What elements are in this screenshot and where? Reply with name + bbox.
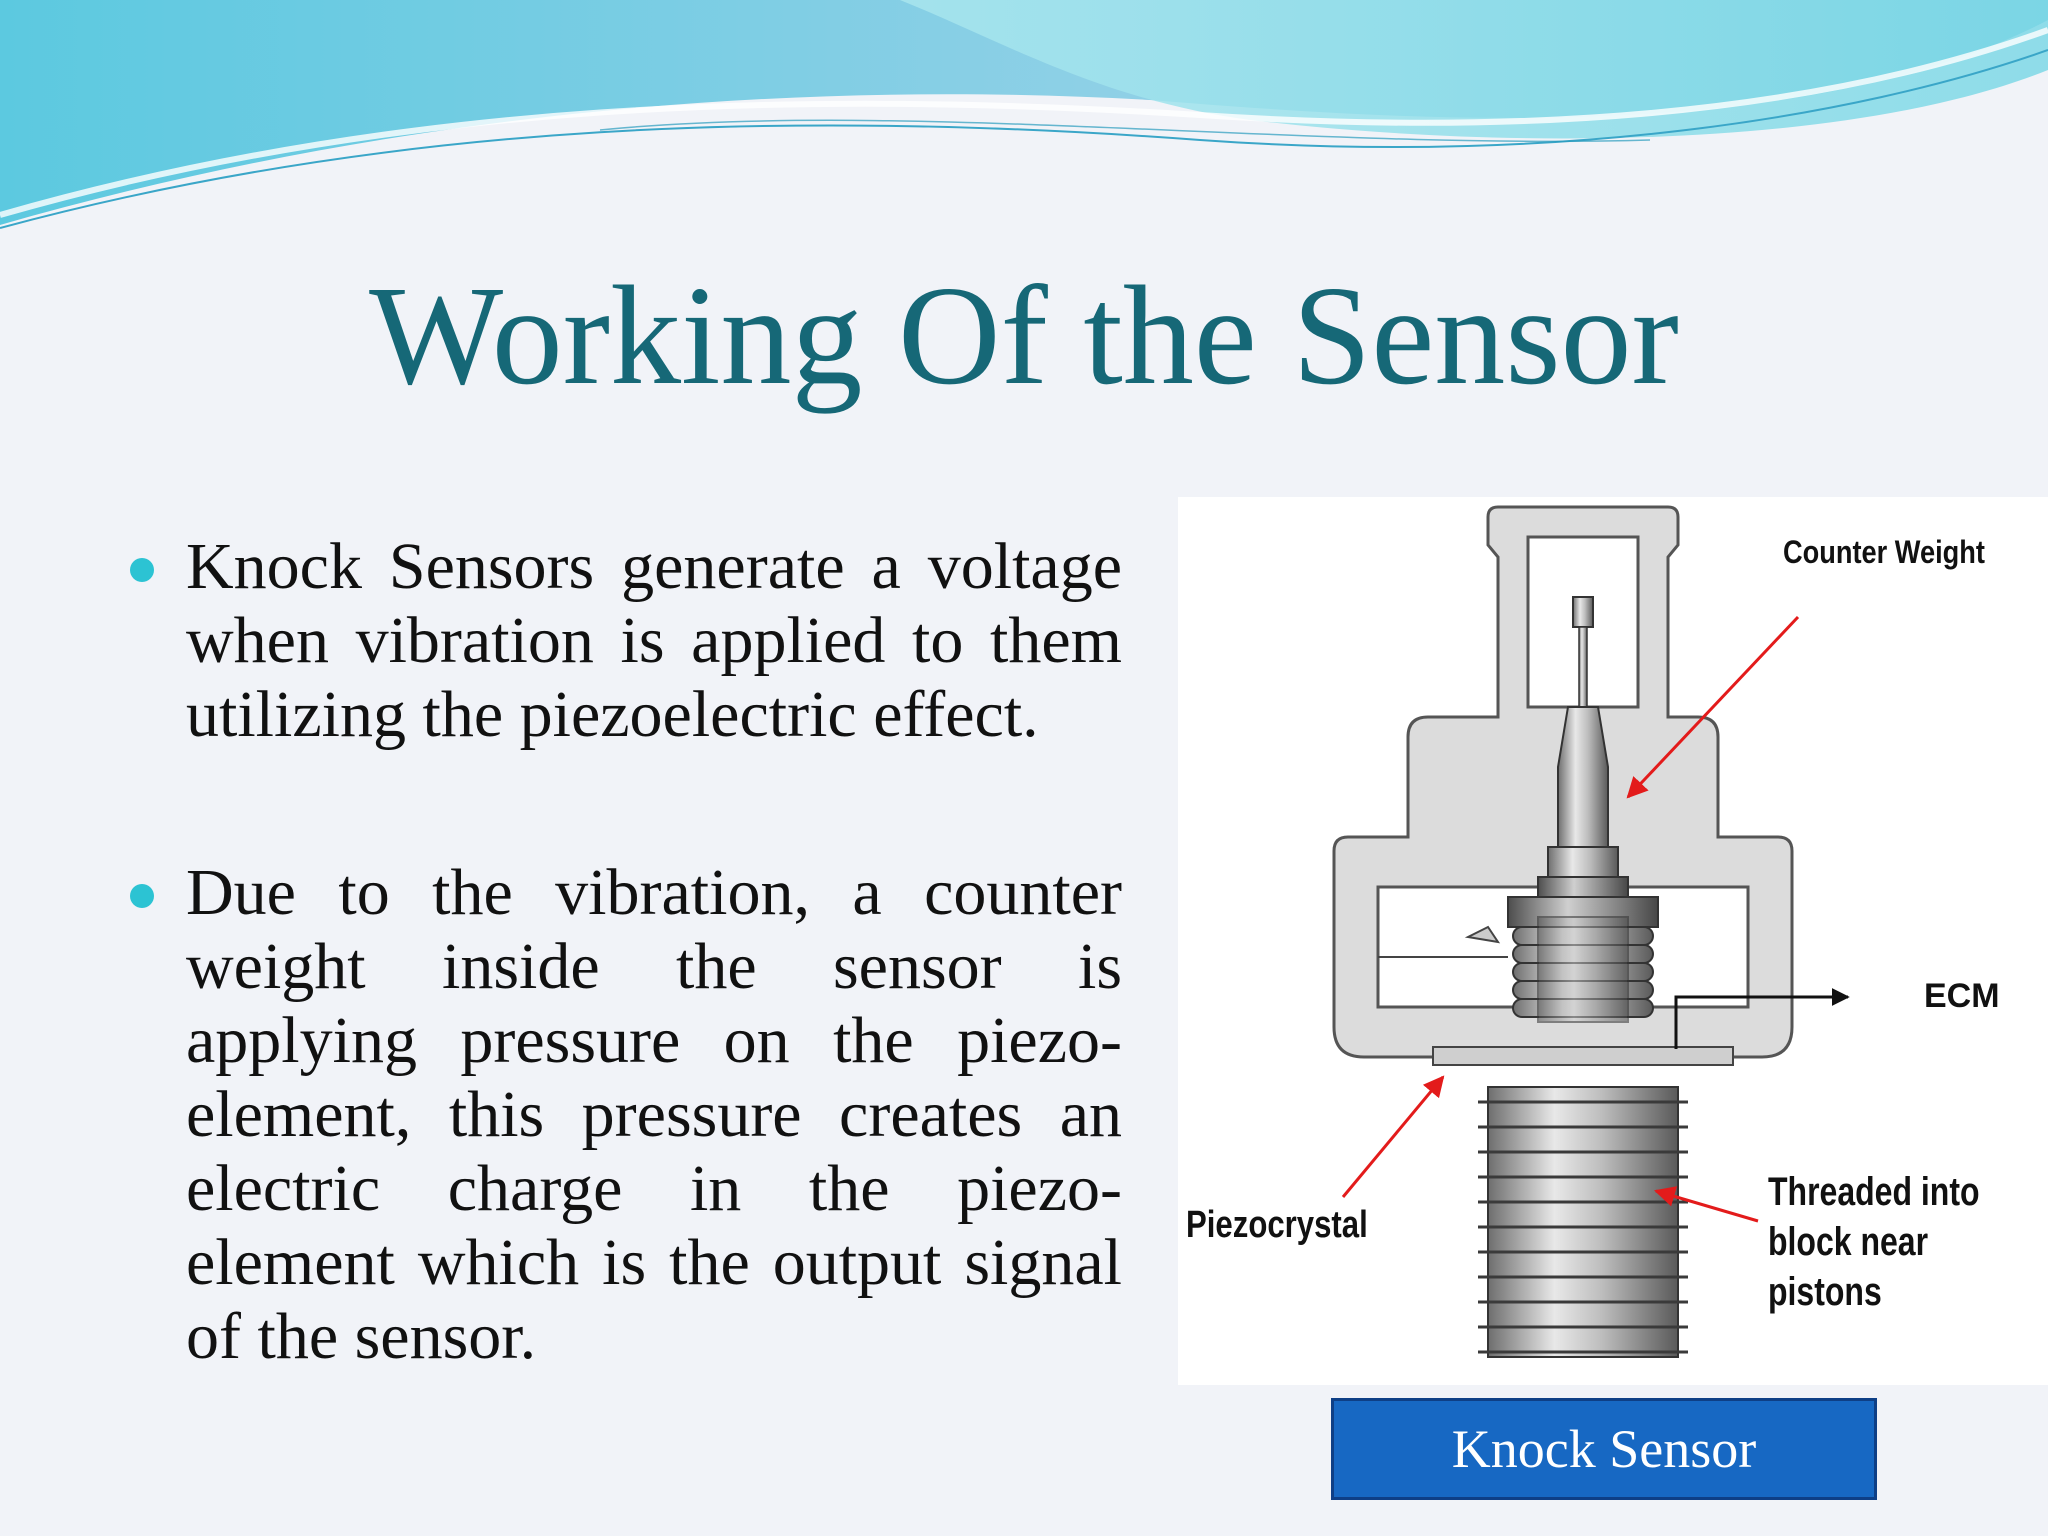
threaded-arrow (1653, 1186, 1759, 1223)
center-stem (1557, 706, 1609, 848)
piezocrystal-plate (1432, 1046, 1734, 1066)
label-piezocrystal: Piezocrystal (1186, 1204, 1368, 1246)
counter-weight (1507, 896, 1659, 1023)
threaded-stud (1478, 1086, 1688, 1358)
slide-title: Working Of the Sensor (369, 256, 1679, 414)
wire-clip (1378, 925, 1508, 958)
bullet-dot-icon (130, 558, 154, 582)
wave-line-thin (0, 49, 2048, 229)
counter-weight-arrow (1626, 615, 1800, 799)
connector-pin (1572, 596, 1594, 628)
knock-sensor-diagram: Counter Weight ECM Piezocrystal Threaded… (1178, 497, 2048, 1385)
bullet-item: Knock Sensors generate a voltage when vi… (130, 530, 1122, 752)
bullet-text: Due to the vibration, a counter weight i… (186, 856, 1122, 1373)
ecm-lead-line (1674, 988, 1850, 1049)
header-wave-decoration (0, 0, 2048, 229)
piezocrystal-arrow (1341, 1075, 1445, 1198)
wave-line-thin-2 (599, 119, 1651, 143)
label-threaded-line1: Threaded into (1768, 1169, 1980, 1214)
bullet-text: Knock Sensors generate a voltage when vi… (186, 530, 1122, 751)
bullet-list: Knock Sensors generate a voltage when vi… (130, 530, 1122, 1374)
wave-highlight (0, 27, 2048, 218)
label-threaded-line3: pistons (1768, 1269, 1882, 1314)
label-counter-weight: Counter Weight (1783, 535, 1985, 571)
label-ecm: ECM (1924, 977, 2000, 1015)
label-threaded-line2: block near (1768, 1219, 1928, 1264)
bullet-item: Due to the vibration, a counter weight i… (130, 856, 1122, 1374)
bullet-dot-icon (130, 884, 154, 908)
diagram-caption: Knock Sensor (1331, 1398, 1877, 1500)
wave-band-light (900, 0, 2048, 139)
